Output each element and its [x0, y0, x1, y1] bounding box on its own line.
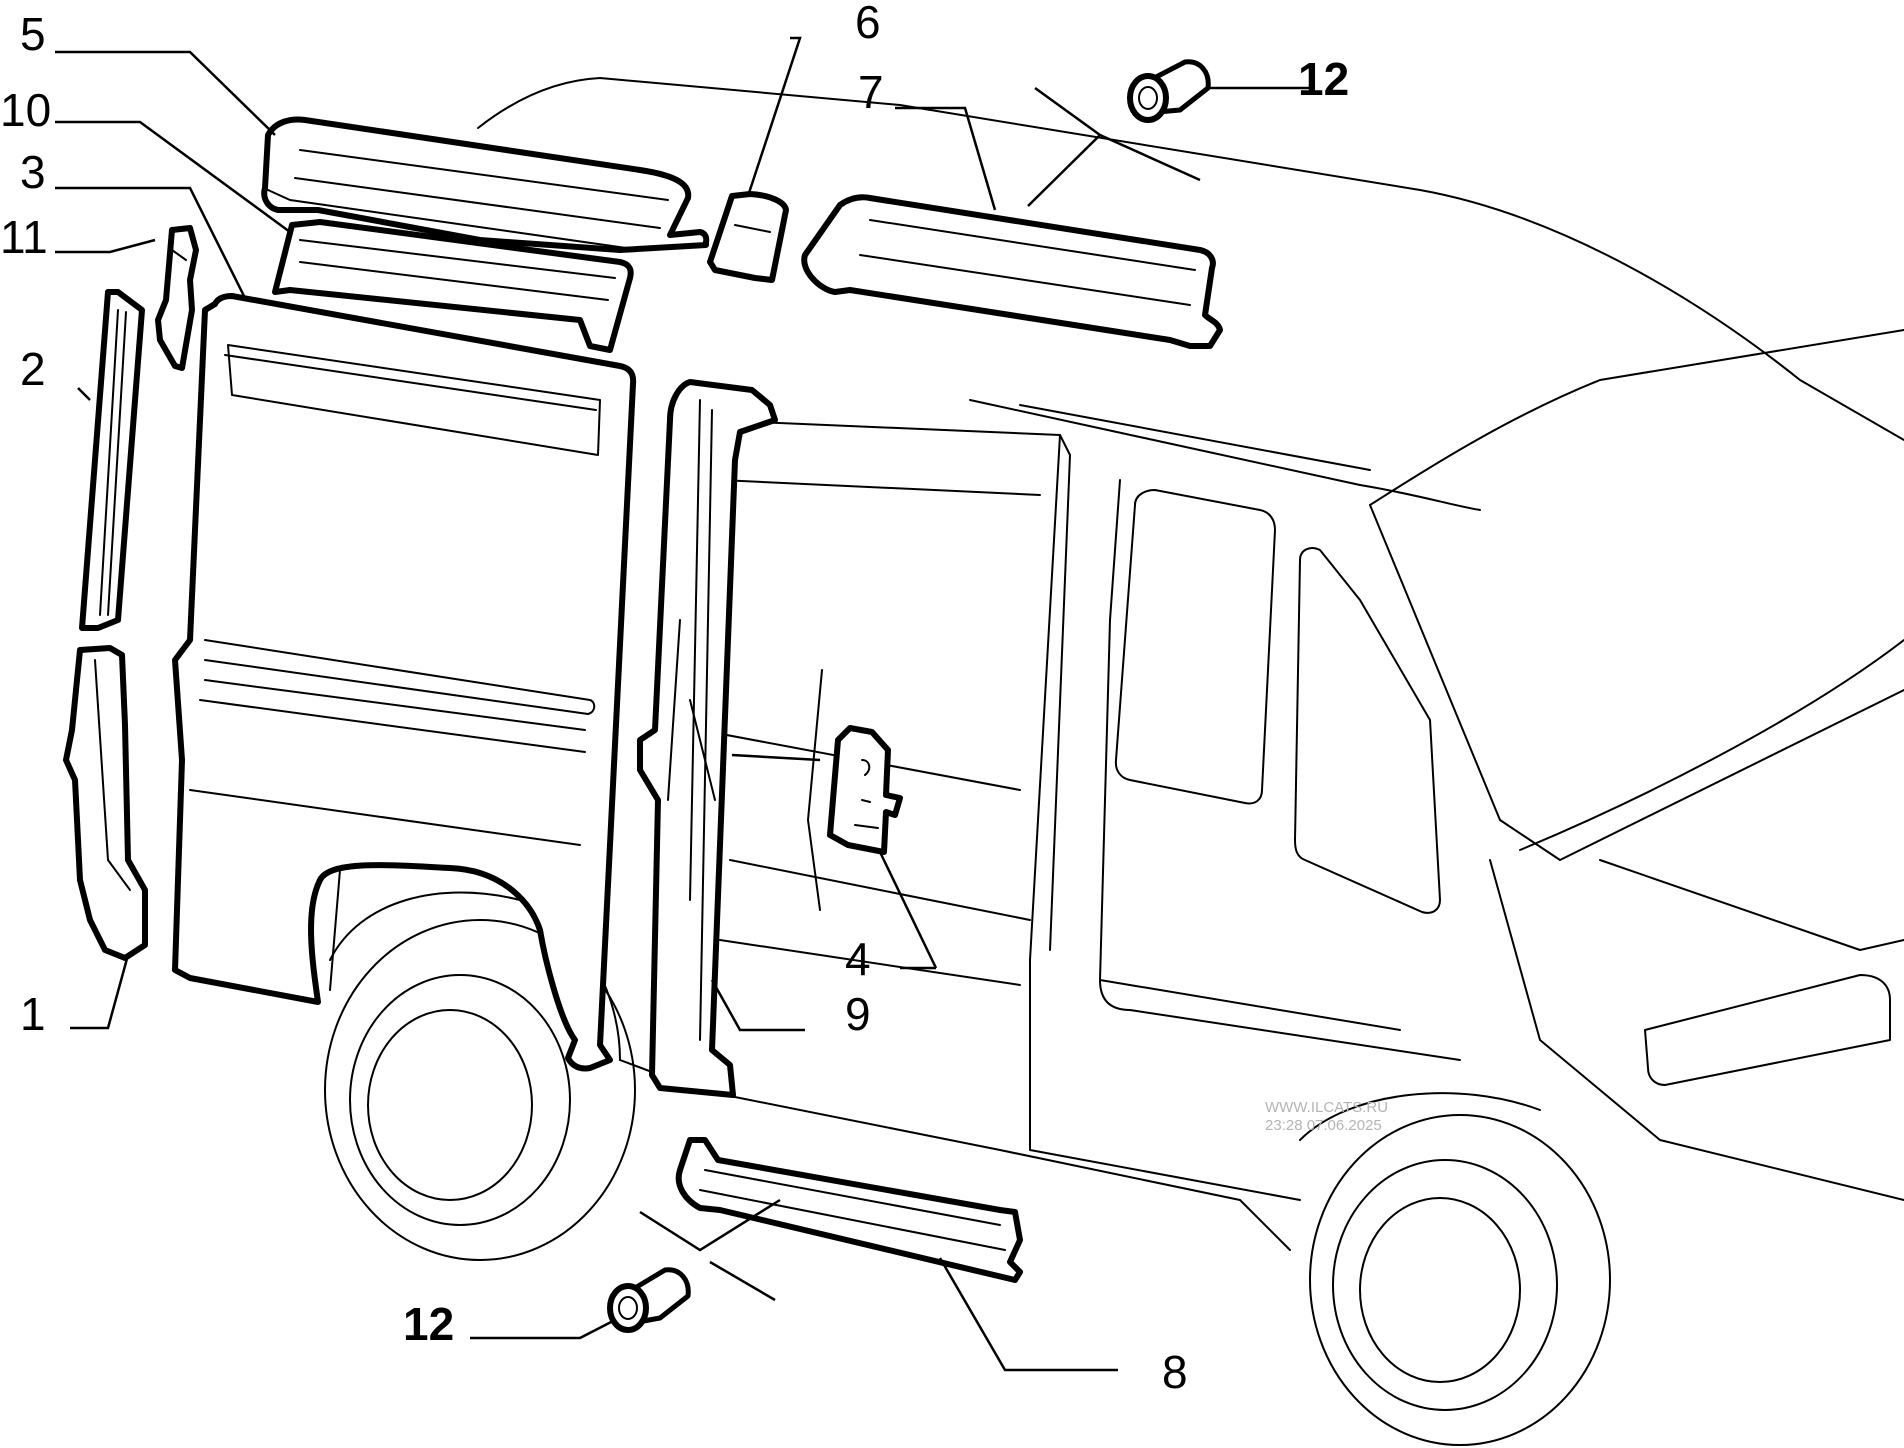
side-panel-part-3 [172, 293, 637, 1072]
grommet-part-12-top [1127, 59, 1211, 123]
callout-7: 7 [858, 66, 884, 118]
van-body-outline [324, 77, 1904, 1446]
pillar-part-2 [79, 289, 145, 631]
roof-rail-part-7 [801, 194, 1223, 349]
roof-joint-part-6 [707, 191, 789, 283]
sill-part-8 [675, 1137, 1023, 1283]
leader-lines [55, 36, 1315, 1372]
bracket-part-4 [827, 725, 903, 855]
callout-9: 9 [845, 988, 871, 1040]
callout-3: 3 [20, 146, 46, 198]
pillar-part-1 [63, 645, 148, 961]
callout-11: 11 [0, 211, 48, 263]
callout-4: 4 [845, 933, 871, 985]
callout-12-top: 12 [1298, 53, 1349, 105]
callout-1: 1 [20, 988, 46, 1040]
roof-rail-part-10 [272, 219, 634, 353]
watermark: WWW.ILCATS.RU 23:28 07.06.2025 [1265, 1099, 1388, 1134]
callout-12-bottom: 12 [403, 1298, 454, 1350]
callout-2: 2 [20, 343, 46, 395]
callout-labels: 5 10 3 11 2 1 6 7 12 4 9 8 12 [0, 0, 1349, 1398]
pillar-part-9 [637, 379, 778, 1098]
watermark-site: WWW.ILCATS.RU [1265, 1099, 1388, 1116]
watermark-timestamp: 23:28 07.06.2025 [1265, 1117, 1382, 1134]
callout-5: 5 [20, 8, 46, 60]
callout-10: 10 [0, 84, 51, 136]
bracket-part-11 [155, 225, 199, 371]
callout-8: 8 [1162, 1346, 1188, 1398]
callout-6: 6 [855, 0, 881, 48]
grommet-part-12-bottom [607, 1267, 691, 1333]
roof-rail-part-5 [261, 116, 710, 253]
